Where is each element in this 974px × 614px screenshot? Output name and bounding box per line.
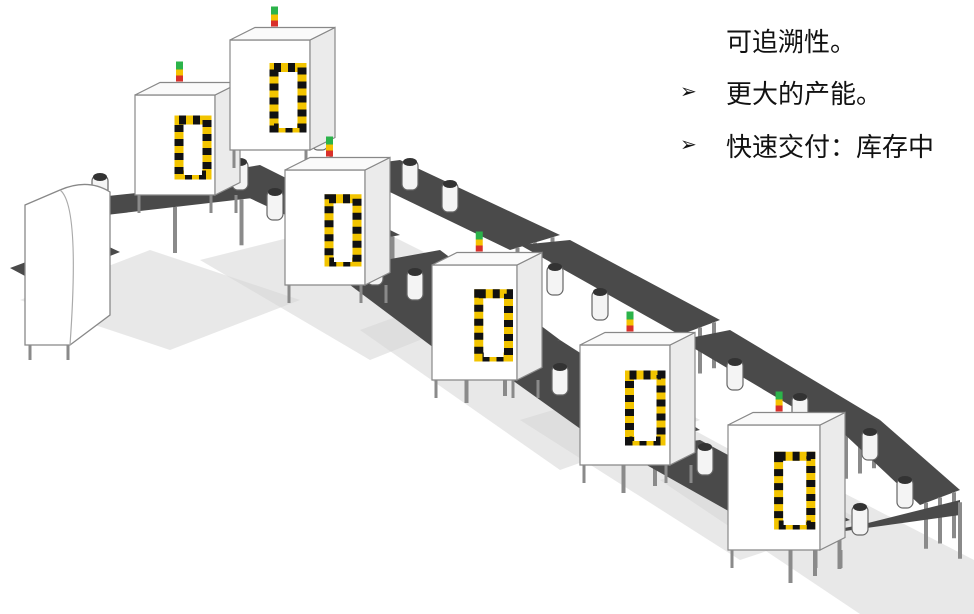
signal-light-yellow	[475, 239, 483, 246]
hazard-door-frame	[625, 370, 666, 446]
signal-light-yellow	[176, 69, 183, 76]
signal-light-green	[626, 311, 634, 320]
feeder-cabinet	[24, 183, 111, 360]
feeder-body	[24, 183, 111, 346]
station-1	[134, 61, 241, 213]
cabinet-side	[309, 26, 336, 151]
canister	[861, 428, 879, 461]
station-3	[284, 136, 391, 303]
canister	[546, 263, 564, 296]
stations-layer	[24, 6, 846, 568]
canister	[696, 443, 714, 476]
cabinet-top	[727, 411, 846, 426]
canister	[266, 188, 284, 221]
bullet-icon: ➢	[680, 79, 697, 103]
signal-light-red	[326, 150, 333, 157]
feeder-edge	[59, 189, 74, 346]
hazard-door-frame	[474, 289, 513, 362]
signal-light-red	[176, 75, 183, 82]
signal-light-green	[326, 136, 333, 145]
text-line-capacity: 更大的产能。	[726, 80, 883, 110]
cabinet-side	[819, 411, 846, 551]
signal-light-yellow	[271, 14, 278, 21]
cabinet-top	[229, 26, 336, 41]
conveyor-belt	[520, 240, 720, 335]
signal-light-yellow	[626, 319, 634, 326]
canister	[551, 363, 569, 396]
signal-light-green	[775, 391, 783, 400]
station-5	[579, 311, 696, 483]
canister	[591, 288, 609, 321]
cabinet-front	[727, 424, 821, 551]
canister	[441, 180, 459, 213]
signal-light-green	[475, 231, 483, 240]
signal-light-yellow	[775, 399, 783, 406]
cabinet-side	[364, 156, 391, 286]
text-line-traceability: 可追溯性。	[726, 28, 857, 58]
conveyor-belt	[780, 500, 960, 540]
cabinet-top	[431, 251, 543, 266]
signal-light-red	[475, 245, 483, 252]
canister	[851, 503, 869, 536]
station-2	[229, 6, 336, 168]
cabinet-side	[516, 251, 543, 381]
cabinet-side	[669, 331, 696, 466]
conveyor-belt	[680, 330, 880, 435]
canister	[406, 268, 424, 301]
station-4	[431, 231, 543, 398]
hazard-door-frame	[324, 194, 362, 267]
signal-light-green	[271, 6, 278, 15]
signal-light-red	[271, 20, 278, 27]
hazard-door-frame	[774, 451, 816, 530]
cabinet-top	[284, 156, 391, 171]
bullet-icon: ➢	[680, 132, 697, 156]
text-line-fast-delivery: 快速交付：库存中	[726, 133, 935, 163]
signal-light-green	[176, 61, 183, 70]
signal-light-yellow	[326, 144, 333, 151]
signal-light-red	[775, 405, 783, 412]
cabinet-top	[579, 331, 696, 346]
signal-light-red	[626, 325, 634, 332]
canister	[401, 158, 419, 191]
hazard-door-frame	[174, 115, 212, 180]
station-6	[727, 391, 846, 568]
canister	[726, 358, 744, 391]
canister	[896, 476, 914, 509]
hazard-door-frame	[269, 63, 307, 133]
